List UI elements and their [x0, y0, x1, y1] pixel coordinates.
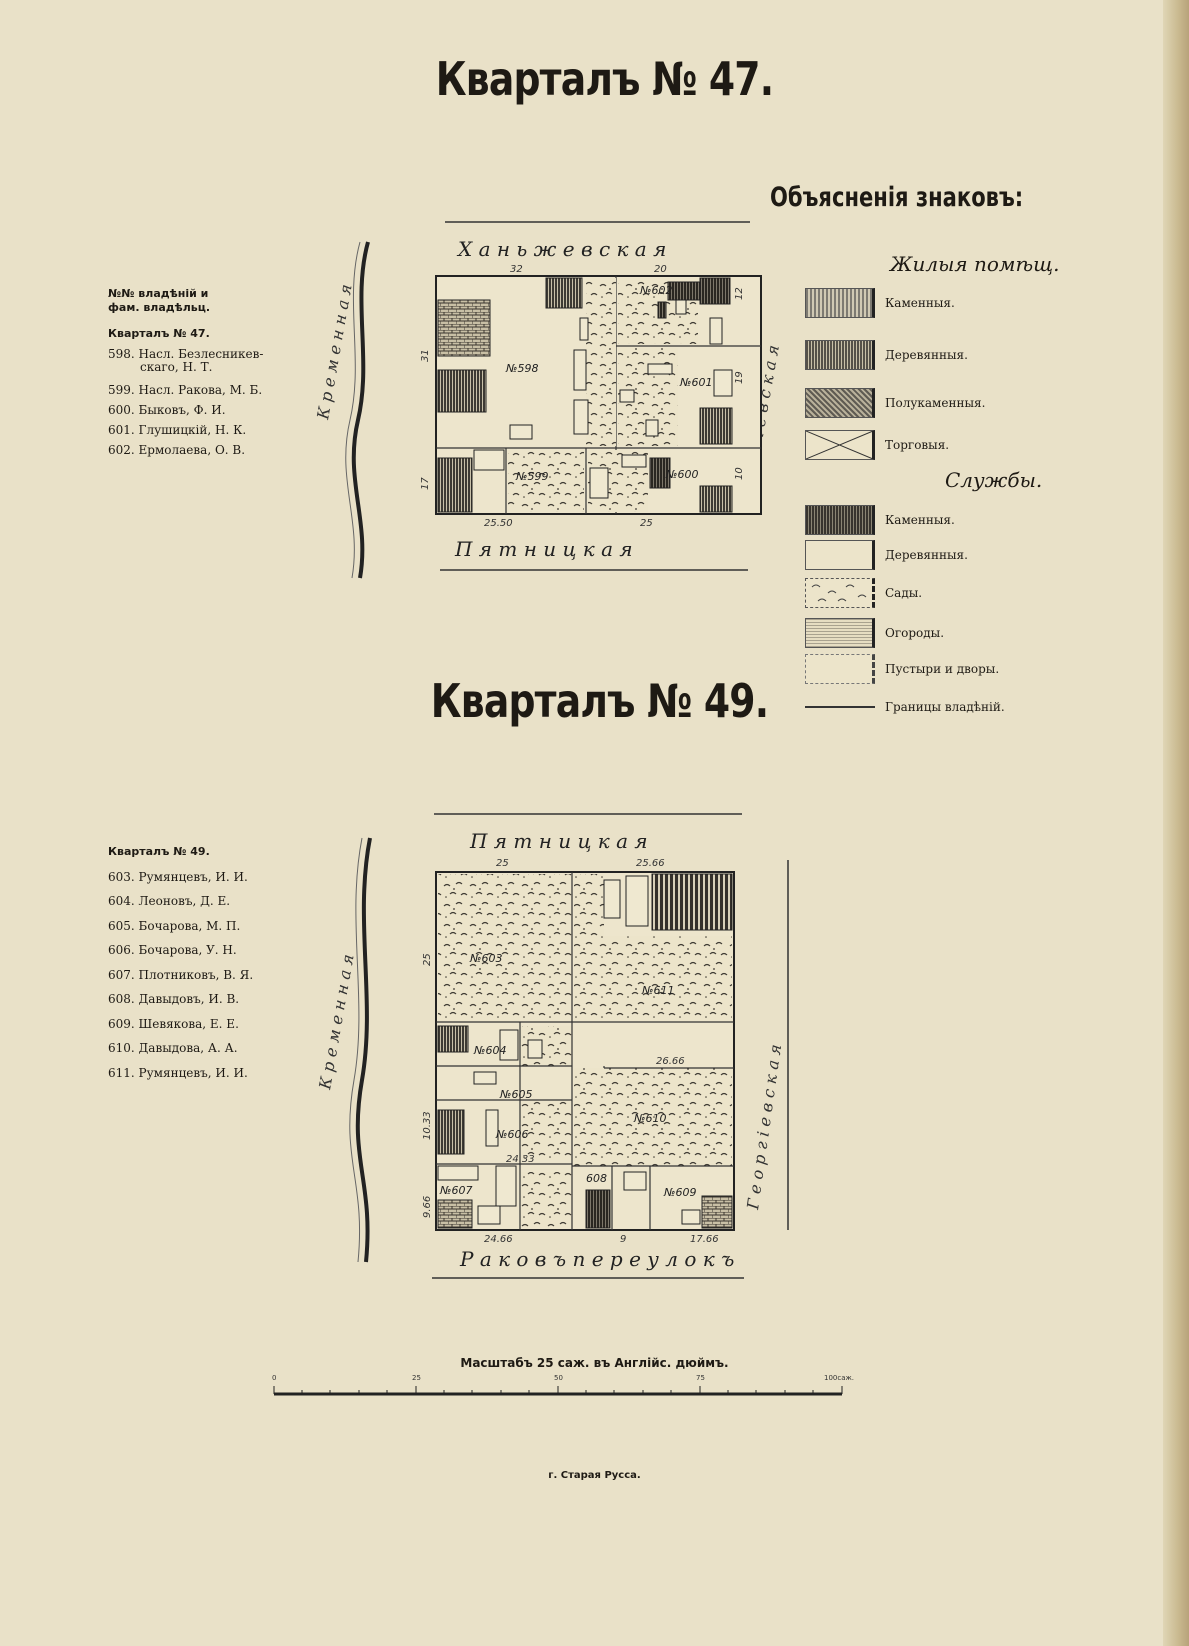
river-47 [345, 241, 370, 579]
dim-47-d: 25 [640, 518, 653, 529]
owner-599: 599. Насл. Ракова, М. Б. [108, 383, 263, 397]
owner-600: 600. Быковъ, Ф. И. [108, 403, 226, 417]
lot-label-599: №599 [515, 470, 548, 483]
owner-list-47-heading: Кварталъ № 47. [108, 327, 210, 340]
owners-header-line-2: фам. владѣльц. [108, 301, 211, 314]
owner-608: 608. Давыдовъ, И. В. [108, 992, 240, 1006]
lot-label-603: №603 [469, 952, 502, 965]
legend-living-heading: Жилыя помѣщ. [890, 252, 1060, 276]
legend-living-wood: Деревянныя. [805, 338, 968, 372]
dim-47-h: 10 [734, 467, 745, 480]
lot-label-607: №607 [439, 1184, 472, 1197]
dim-49-b: 25.66 [636, 858, 665, 869]
scale-tick-100: 100саж. [824, 1374, 854, 1382]
dim-47-e: 12 [734, 287, 745, 300]
lot-label-605: №605 [499, 1088, 532, 1101]
owner-602: 602. Ермолаева, О. В. [108, 443, 246, 457]
page-edge [1163, 0, 1189, 1646]
swatch-service-stone-icon [805, 505, 875, 535]
street-left-49: К р е м е н н а я [315, 953, 358, 1092]
map-block-49: П я т н и ц к а я Р а к о в ъ п е р е у … [422, 813, 789, 1279]
lot-label-598: №598 [505, 362, 538, 375]
dim-49-a: 25 [496, 858, 509, 869]
owners-header-line-1: №№ владѣній и [108, 287, 209, 300]
lot-label-604: №604 [473, 1044, 506, 1057]
street-right-49: Г е о р г і е в с к а я [743, 1043, 785, 1212]
dim-47-i: 17 [420, 477, 431, 490]
scale-tick-75: 75 [696, 1374, 705, 1382]
dim-47-c: 25.50 [484, 518, 513, 529]
dim-49-c: 25 [422, 953, 433, 966]
lot-label-608: 608 [586, 1172, 607, 1185]
lot-label-602: №602 [639, 284, 672, 297]
owner-list-49-heading: Кварталъ № 49. [108, 845, 210, 858]
swatch-half-stone-icon [805, 388, 875, 418]
swatch-service-wood-icon [805, 540, 875, 570]
swatch-kitchen-garden-icon [805, 618, 875, 648]
owner-609: 609. Шевякова, Е. Е. [108, 1016, 239, 1031]
block-47-title: Кварталъ № 47. [435, 52, 774, 106]
legend-living-trade: Торговыя. [805, 428, 949, 462]
owner-601: 601. Глушицкій, Н. К. [108, 423, 247, 437]
scale-tick-25: 25 [412, 1374, 421, 1382]
lot-label-610: №610 [633, 1112, 666, 1125]
block-49-title: Кварталъ № 49. [430, 674, 769, 728]
lot-label-611: №611 [641, 984, 674, 997]
legend-living-half: Полукаменныя. [805, 386, 985, 420]
dim-47-f: 31 [420, 349, 431, 362]
dim-47-g: 19 [734, 371, 745, 384]
owner-598: 598. Насл. Безлесникев- скаго, Н. Т. [108, 347, 264, 374]
street-left-47: К р е м е н н а я [313, 283, 356, 422]
scale-tick-50: 50 [554, 1374, 563, 1382]
street-top-49: П я т н и ц к а я [469, 829, 648, 853]
owner-610: 610. Давыдова, А. А. [108, 1041, 238, 1055]
legend-services-heading: Службы. [945, 468, 1043, 492]
owner-604: 604. Леоновъ, Д. Е. [108, 894, 231, 908]
dim-49-i: 17.66 [690, 1234, 719, 1245]
legend-title: Объясненія знаковъ: [770, 182, 1024, 213]
lot-label-601: №601 [679, 376, 712, 389]
owner-611: 611. Румянцевъ, И. И. [108, 1065, 248, 1080]
legend-service-garden: Сады. [805, 576, 922, 610]
scale-tick-0: 0 [272, 1374, 276, 1382]
owner-list-49: Кварталъ № 49. 603. Румянцевъ, И. И. 604… [108, 840, 253, 1085]
owner-606: 606. Бочарова, У. Н. [108, 943, 237, 957]
legend-service-boundary: Границы владѣній. [805, 690, 1005, 724]
swatch-stone-icon [805, 288, 875, 318]
swatch-trade-icon [805, 430, 875, 460]
swatch-empty-lot-icon [805, 654, 875, 684]
legend-service-empty: Пустыри и дворы. [805, 652, 999, 686]
swatch-boundary-icon [805, 706, 875, 708]
dim-49-g: 9.66 [422, 1196, 433, 1218]
lot-label-609: №609 [663, 1186, 696, 1199]
legend-service-wood: Деревянныя. [805, 538, 968, 572]
scale-caption: Масштабъ 25 саж. въ Англійс. дюймъ. [460, 1356, 729, 1370]
street-bottom-47: П я т н и ц к а я [454, 537, 633, 561]
legend-service-stone: Каменныя. [805, 503, 955, 537]
swatch-wood-icon [805, 340, 875, 370]
owner-605: 605. Бочарова, М. П. [108, 918, 241, 933]
dim-49-f: 24.33 [506, 1154, 535, 1165]
dim-49-j: 9 [620, 1234, 626, 1245]
street-top-47: Х а н ь ж е в с к а я [456, 237, 666, 261]
dim-49-h: 24.66 [484, 1234, 513, 1245]
lot-label-600: №600 [665, 468, 698, 481]
street-bottom-49: Р а к о в ъ п е р е у л о к ъ [459, 1247, 734, 1271]
dim-49-e: 10.33 [422, 1111, 433, 1140]
scale-bar: 0 25 50 75 100саж. [272, 1374, 854, 1396]
dim-49-d: 26.66 [656, 1056, 685, 1067]
legend-service-kitchen-garden: Огороды. [805, 616, 944, 650]
city-caption: г. Старая Русса. [548, 1470, 641, 1481]
swatch-garden-icon [805, 578, 875, 608]
owner-list-47: №№ владѣній и фам. владѣльц. Кварталъ № … [108, 284, 263, 460]
legend-living-stone: Каменныя. [805, 286, 955, 320]
owner-607: 607. Плотниковъ, В. Я. [108, 967, 254, 982]
map-block-47: Х а н ь ж е в с к а я П я т н и ц к а я … [420, 221, 783, 571]
lot-label-606: №606 [495, 1128, 528, 1141]
dim-47-a: 32 [510, 264, 523, 275]
river-49 [349, 837, 372, 1263]
dim-47-b: 20 [654, 264, 667, 275]
owner-603: 603. Румянцевъ, И. И. [108, 869, 248, 884]
